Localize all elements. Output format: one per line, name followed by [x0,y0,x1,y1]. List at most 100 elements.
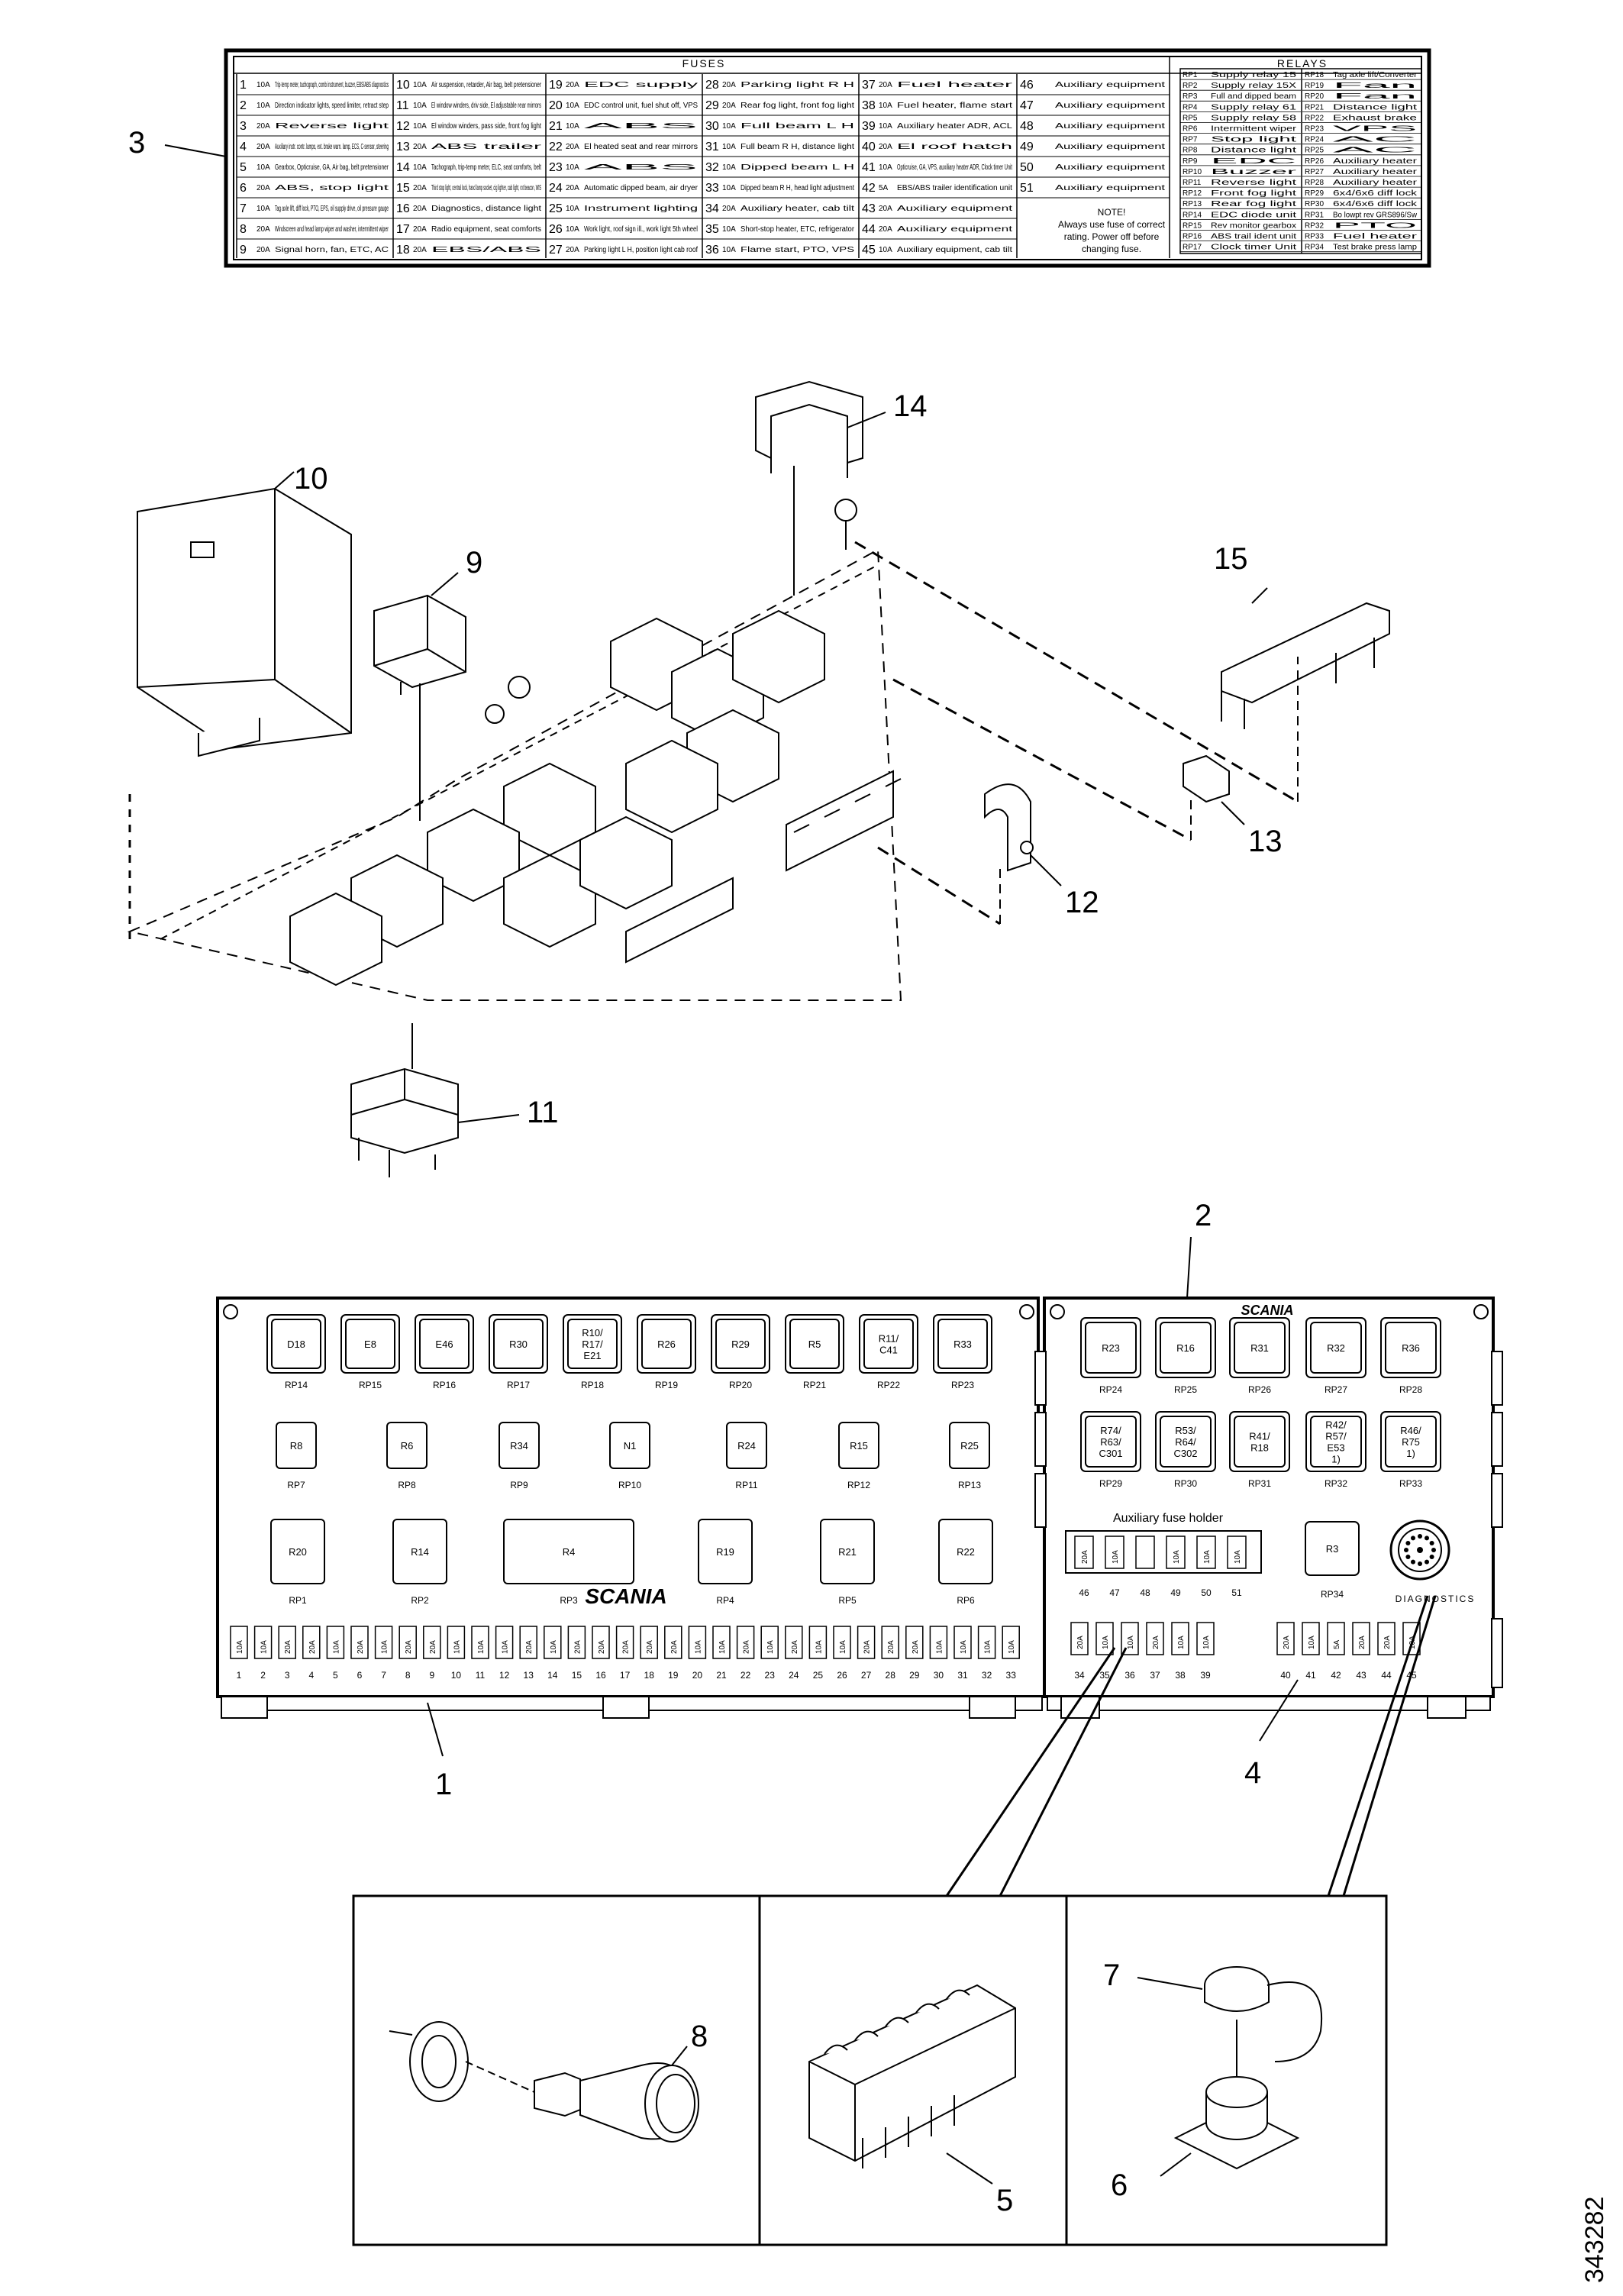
relay-description: EDC [1211,157,1296,166]
fuse-amp: 20A [879,143,892,151]
fuse-number: 32 [705,161,719,174]
fuse-number: 22 [549,140,563,153]
relay-position: RP5 [838,1595,857,1606]
relay-description: Fan [1333,92,1417,101]
fuse-number: 51 [1020,182,1034,195]
fuse-number: 46 [1020,79,1034,92]
relay-position: RP6 [1183,125,1198,134]
fuse-number: 29 [909,1670,920,1681]
relay-position: RP21 [803,1380,826,1390]
relay-label: R36 [1402,1342,1420,1354]
relay-label: R23 [1102,1342,1120,1354]
fuse-number: 40 [862,140,876,153]
fuse-amp: 10A [879,163,892,172]
relay-position: RP11 [1183,179,1202,187]
fuse-amp: 10A [722,184,736,192]
fuse-description: EBS/ABS [431,246,542,254]
fuse-slot [592,1626,610,1659]
fuse-amp: 20A [566,143,579,151]
board-fuse-slots [625,770,902,964]
fuse-description: Tachograph, trip-temp meter, ELC, seat c… [431,163,541,172]
aux-fuse-rating: 10A [1112,1550,1120,1564]
fuse-rating: 20A [743,1640,751,1654]
fuse-description: Auxiliary equipment, cab tilt [897,246,1012,254]
relay-label: R24 [737,1440,756,1452]
fuse-number: 1 [240,79,247,92]
fuse-description: ABS [584,163,699,172]
note-line-4: changing fuse. [1082,244,1141,254]
fuse-number: 45 [862,244,876,257]
relay-description: Supply relay 15 [1211,71,1297,79]
note-line-2: Always use fuse of correct [1058,219,1166,230]
fuse-slot [736,1626,755,1659]
fuse-number: 41 [862,161,876,174]
fuse-number: 13 [396,140,410,153]
relay-description: Exhaust brake [1333,114,1418,122]
aux-fuse-number: 35 [1099,1670,1110,1681]
fuse-amp: 10A [566,122,579,131]
blade-fuse-13 [1183,754,1230,803]
callout-6: 6 [1111,2168,1128,2202]
fuse-rating: 20A [598,1640,606,1654]
fuse-description: ABS trailer [431,143,543,151]
relay-description: VPS [1333,125,1418,134]
relay-position: RP25 [1305,147,1324,155]
relay-position: RP30 [1174,1478,1197,1489]
fuse-description: Instrument lighting [584,205,698,213]
diagnostics-cap-7 [1204,1966,1323,2062]
fuse-number: 25 [813,1670,824,1681]
relay-description: Auxiliary heater [1333,168,1418,176]
aux-fuse-rating: 10A [1202,1636,1211,1649]
fuse-number: 26 [549,223,563,236]
fuse-number: 9 [429,1670,434,1681]
note-line-1: NOTE! [1098,207,1126,218]
fuse-description: Radio equipment, seat comforts [431,225,541,234]
fuse-number: 27 [549,244,563,257]
aux-fuse-slot [1196,1622,1215,1655]
relay-label: R53/R64/C302 [1173,1425,1197,1459]
relay-table-frame [1179,68,1422,254]
fuse-rating: 10A [381,1640,389,1654]
fuse-slot [857,1626,876,1659]
fuse-number: 21 [549,120,563,133]
aux-fuse-slot [1074,1536,1094,1569]
fuse-description: Auxiliary instr. contr. lamps, ext. brak… [275,143,389,151]
relay-position: RP6 [957,1595,975,1606]
relay-module-10 [137,487,352,757]
relay-description: Rev monitor gearbox [1211,221,1296,230]
fuse-rating: 20A [791,1640,799,1654]
fuse-number: 7 [381,1670,386,1681]
fuse-description: Fuel heater, flame start [897,102,1012,110]
fuse-slot [519,1626,537,1659]
aux-fuse-number: 39 [1200,1670,1211,1681]
aux-fuse-number: 48 [1140,1587,1150,1598]
aux-fuse-number: 51 [1231,1587,1242,1598]
relay-position: RP8 [1183,147,1198,155]
fuse-rating: 10A [1008,1640,1016,1654]
fuse-number: 11 [396,99,409,112]
fuse-description: Reverse light [275,122,389,131]
fuse-amp: 20A [257,184,270,192]
aux-fuse-slot [1146,1622,1164,1655]
fuse-holder-block-5 [808,1984,1016,2168]
fuse-number: 17 [396,223,410,236]
fuse-number: 23 [765,1670,776,1681]
diagnostics-pin [1429,1541,1434,1545]
fuse-number: 8 [240,223,247,236]
fuse-amp: 20A [413,184,427,192]
aux-fuse-rating: 10A [1203,1550,1212,1564]
relay-description: ABS trail ident unit [1211,233,1296,241]
relay-label: R34 [510,1440,528,1452]
fuse-description: El window winders, pass side, front fog … [431,122,541,131]
fuse-amp: 20A [722,102,736,110]
fuse-slot [785,1626,803,1659]
fuse-description: Dipped beam L H [741,163,854,172]
fuse-description: ABS, stop light [275,184,389,192]
relay-position: RP20 [1305,92,1324,101]
